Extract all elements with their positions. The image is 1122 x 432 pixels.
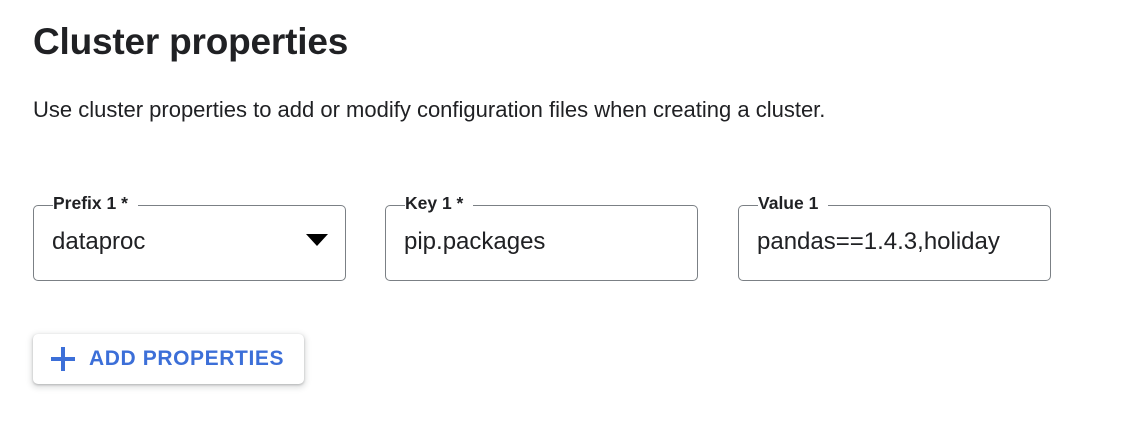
key-label: Key 1 *	[405, 193, 464, 213]
page-description: Use cluster properties to add or modify …	[33, 97, 826, 122]
key-input[interactable]: Key 1 * pip.packages	[385, 193, 698, 281]
property-row-1: Prefix 1 * dataproc Key 1 * pip.packages	[33, 193, 1093, 283]
value-input[interactable]: Value 1 pandas==1.4.3,holiday	[738, 193, 1051, 281]
value-value: pandas==1.4.3,holiday	[757, 228, 1000, 255]
value-label: Value 1	[758, 193, 819, 213]
page-title: Cluster properties	[33, 21, 349, 62]
prefix-select[interactable]: Prefix 1 * dataproc	[33, 193, 346, 281]
add-properties-button[interactable]: ADD PROPERTIES	[33, 334, 305, 384]
prefix-label: Prefix 1 *	[53, 193, 128, 213]
plus-icon	[51, 347, 75, 371]
chevron-down-icon[interactable]	[306, 234, 328, 246]
prefix-value: dataproc	[52, 228, 146, 255]
add-properties-label: ADD PROPERTIES	[89, 347, 285, 370]
key-value: pip.packages	[404, 228, 546, 255]
